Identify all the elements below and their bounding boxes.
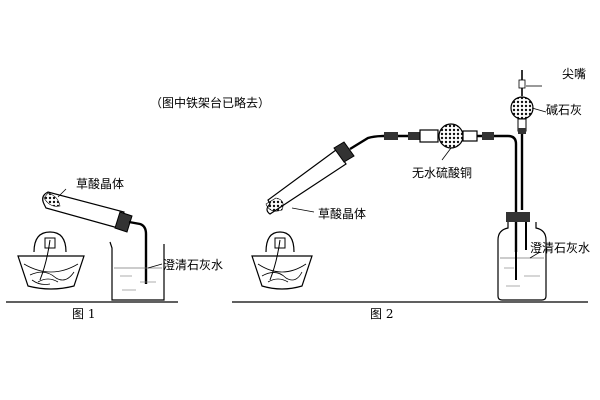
fig2-label-limewater: 澄清石灰水 [530,240,590,255]
fig2-limewater-leader [529,251,541,259]
note-text: （图中铁架台已略去） [150,95,270,110]
fig2-bottle [497,212,547,301]
fig2-cuso4-leader [441,147,452,161]
fig1-test-tube [42,191,133,233]
fig1-delivery-tube [128,220,148,284]
fig1-beaker [109,241,165,301]
fig1-label-oxalic: 草酸晶体 [76,176,124,191]
fig1-limewater-leader [147,263,163,269]
fig2-oxalic-crystals [265,197,284,212]
fig2-cuso4-bulb [438,123,464,149]
fig2-alcohol-lamp [251,231,313,290]
fig2-label-cuso4: 无水硫酸铜 [412,165,472,180]
fig2-sodalime-leader [531,107,547,113]
fig1-caption: 图 1 [72,307,95,321]
fig2-label-oxalic: 草酸晶体 [318,206,366,221]
fig2-soda-lime-tube [510,70,534,210]
fig2-oxalic-leader [291,207,315,213]
fig1-oxalic-crystals [43,192,61,207]
fig2-tube-1 [349,134,414,151]
fig2-rubber-joint-1 [384,132,398,140]
fig1-oxalic-leader [57,188,67,198]
figure-2: 草酸晶体 无水硫酸铜 尖嘴 碱石灰 澄清石灰水 图 2 [232,67,590,321]
fig2-label-tip: 尖嘴 [562,67,586,81]
fig2-label-sodalime: 碱石灰 [546,103,582,117]
fig2-rubber-joint-2 [408,132,420,140]
fig2-bottle-stopper [506,212,530,222]
fig1-label-limewater: 澄清石灰水 [163,257,223,272]
fig1-alcohol-lamp [17,231,85,290]
fig2-soda-lime-bulb [510,96,534,120]
fig2-test-tube [265,141,355,215]
fig2-tube-2 [477,134,518,252]
fig2-rubber-joint-3 [482,132,494,140]
fig2-caption: 图 2 [370,307,393,321]
figure-1: 草酸晶体 澄清石灰水 图 1 [6,176,223,321]
fig2-cuso4-drying-tube [419,123,478,149]
